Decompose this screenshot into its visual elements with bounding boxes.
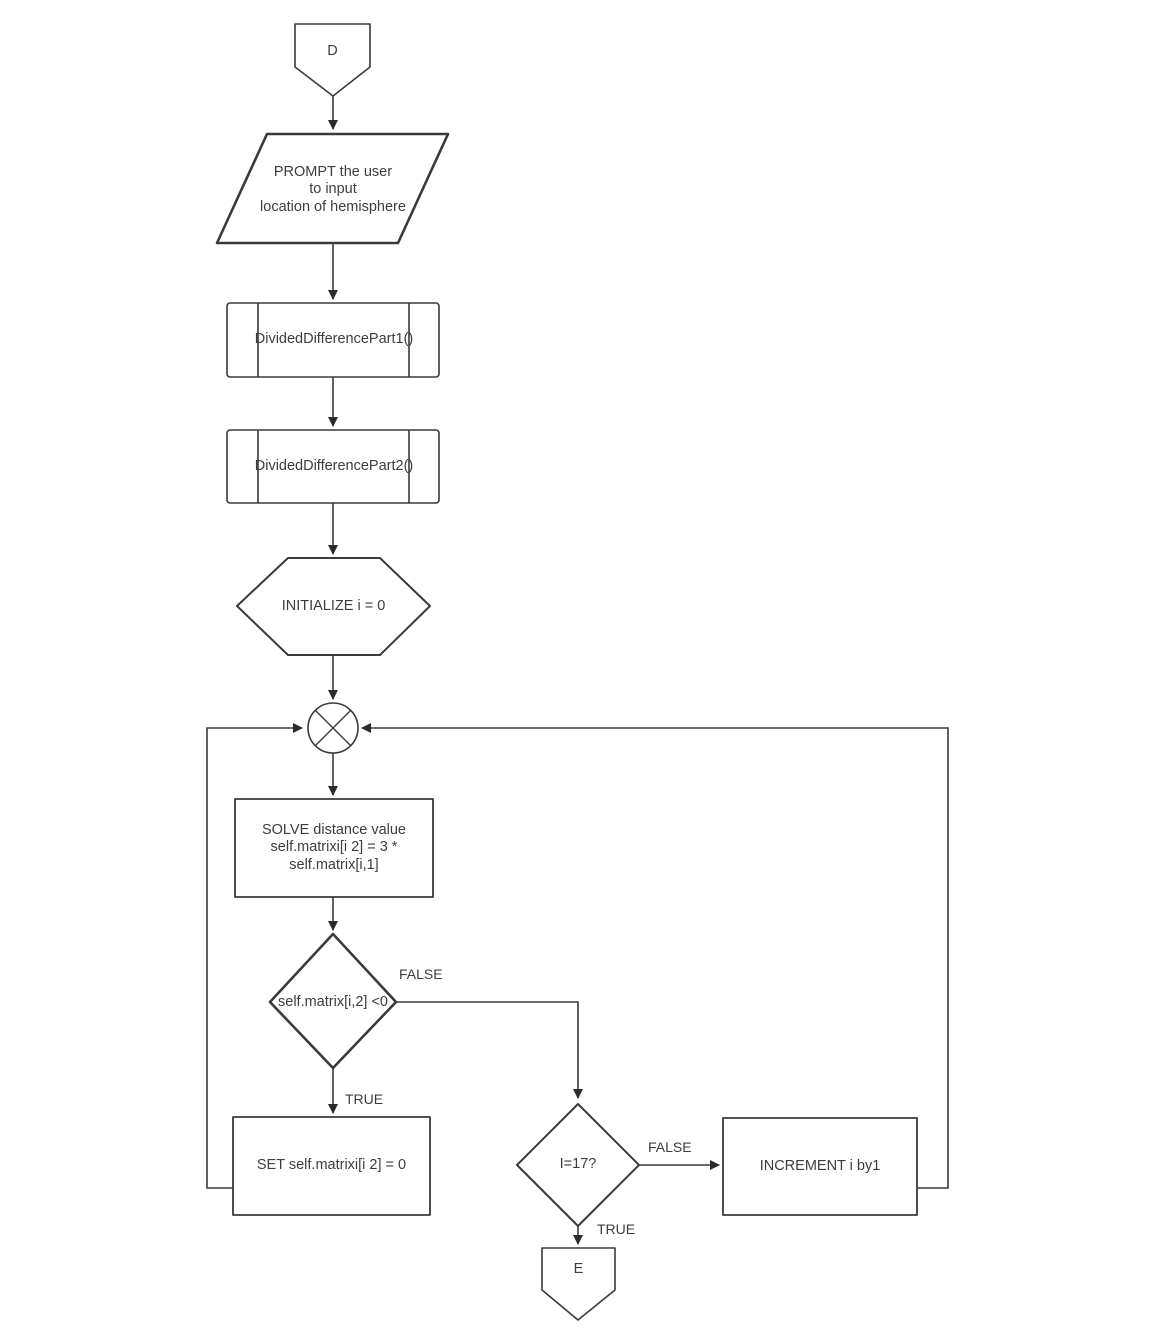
part1-subroutine-shape bbox=[226, 302, 440, 378]
solve-label: SOLVE distance value self.matrixi[i 2] =… bbox=[261, 821, 406, 873]
part1-subroutine-bars bbox=[257, 303, 410, 377]
part1-label: DividedDifferencePart1() bbox=[254, 331, 414, 348]
connector-d-label: D bbox=[327, 43, 338, 60]
check-i-false-label: FALSE bbox=[648, 1139, 692, 1155]
connector-e-label: E bbox=[573, 1261, 584, 1278]
set-zero-process-shape bbox=[232, 1116, 431, 1216]
part2-subroutine-bars bbox=[257, 430, 410, 503]
edge-increment-loop-to-junction bbox=[361, 723, 949, 1189]
edge-set-loop-to-junction bbox=[206, 723, 303, 1189]
off-page-connector-d-shape bbox=[294, 23, 371, 97]
check-i-label: I=17? bbox=[559, 1156, 597, 1173]
check-negative-true-label: TRUE bbox=[345, 1091, 384, 1107]
prompt-parallelogram-shape bbox=[215, 132, 450, 245]
increment-label: INCREMENT i by1 bbox=[759, 1157, 881, 1174]
solve-process-shape bbox=[234, 798, 434, 898]
check-i-diamond-shape bbox=[516, 1103, 640, 1227]
part2-subroutine-shape bbox=[226, 429, 440, 504]
initialize-hexagon-shape bbox=[236, 557, 431, 656]
check-negative-false-label: FALSE bbox=[399, 966, 443, 982]
initialize-label: INITIALIZE i = 0 bbox=[281, 597, 386, 614]
edge-check-negative-false bbox=[396, 1001, 583, 1099]
check-negative-label: self.matrix[i,2] <0 bbox=[278, 993, 388, 1010]
off-page-connector-e-shape bbox=[541, 1247, 616, 1321]
set-zero-label: SET self.matrixi[i 2] = 0 bbox=[256, 1157, 407, 1174]
check-negative-diamond-shape bbox=[268, 932, 398, 1070]
summing-junction-x bbox=[315, 710, 351, 746]
part2-label: DividedDifferencePart2() bbox=[254, 457, 414, 474]
prompt-label: PROMPT the user to input location of hem… bbox=[260, 163, 406, 215]
check-i-true-label: TRUE bbox=[597, 1221, 636, 1237]
increment-process-shape bbox=[722, 1117, 918, 1216]
